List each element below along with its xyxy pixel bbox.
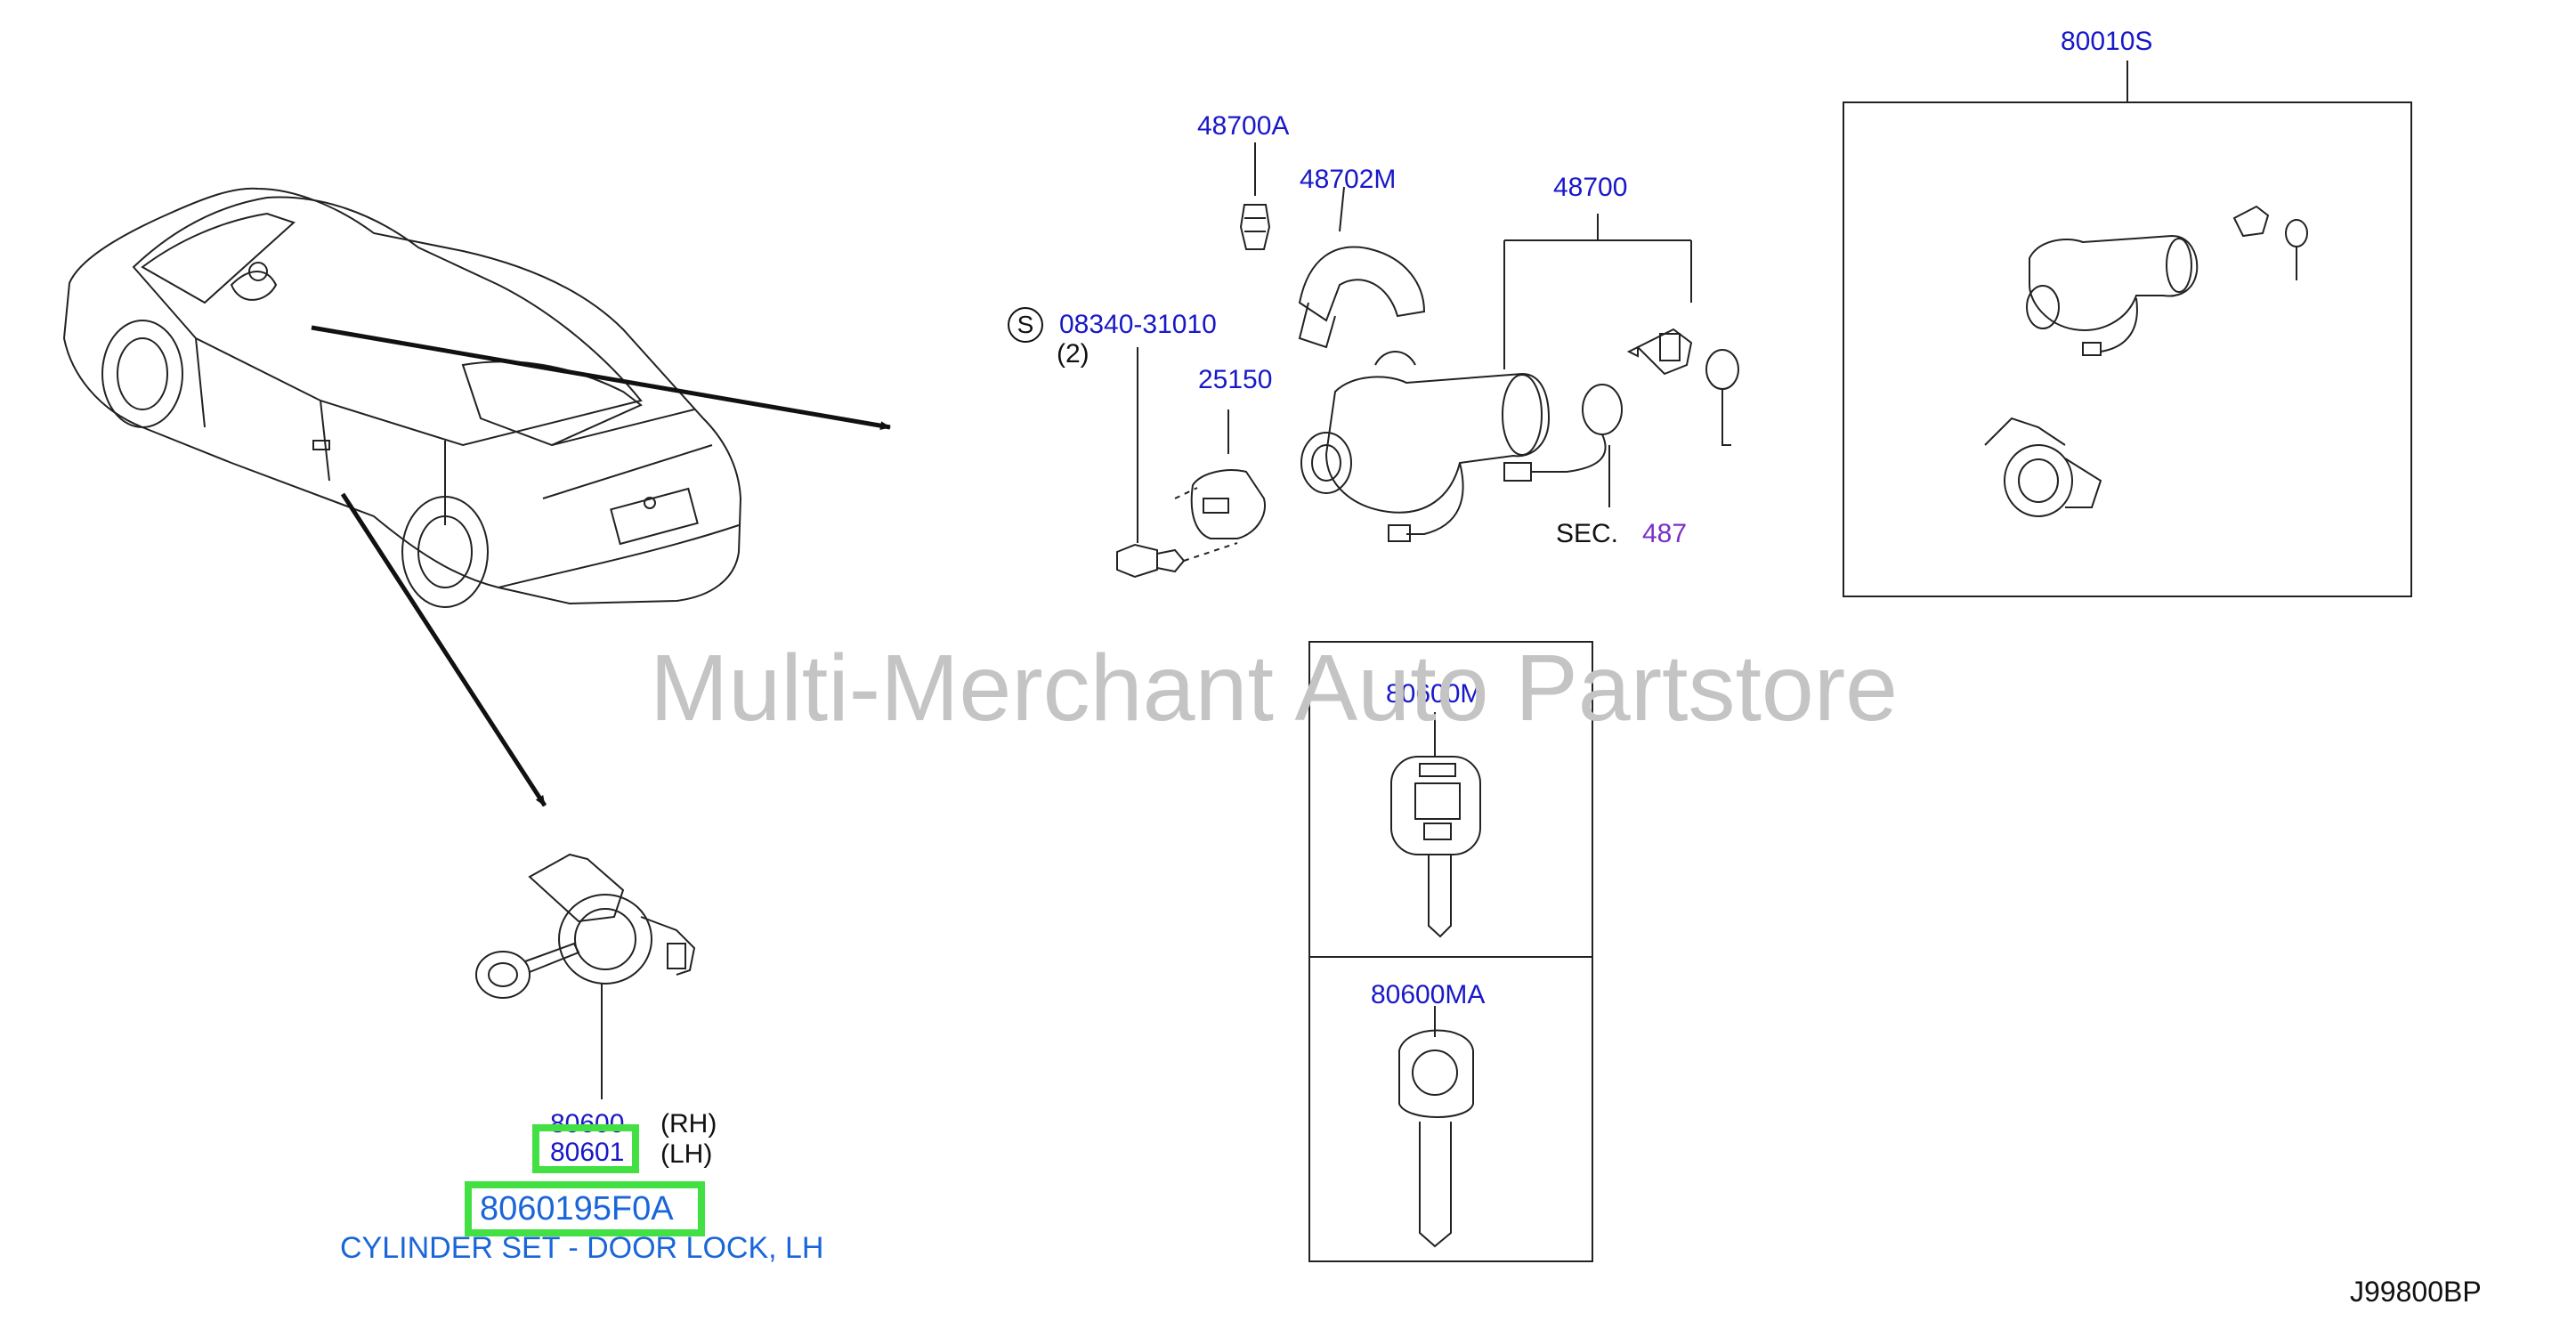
label-48700a[interactable]: 48700A bbox=[1197, 111, 1290, 141]
car-illustration bbox=[62, 187, 742, 608]
section-prefix: SEC. bbox=[1556, 519, 1619, 548]
label-08340-31010[interactable]: 08340-31010 bbox=[1059, 310, 1217, 339]
label-80600m[interactable]: 80600M bbox=[1386, 679, 1483, 709]
label-48700[interactable]: 48700 bbox=[1553, 173, 1628, 202]
label-48702m[interactable]: 48702M bbox=[1300, 165, 1397, 194]
section-487-link[interactable]: 487 bbox=[1642, 519, 1688, 548]
watermark: Multi-Merchant Auto Partstore bbox=[650, 636, 1899, 741]
selected-part-description: CYLINDER SET - DOOR LOCK, LH bbox=[340, 1231, 824, 1265]
side-rh: (RH) bbox=[660, 1109, 717, 1139]
selected-part-number[interactable]: 8060195F0A bbox=[480, 1190, 674, 1228]
side-lh: (LH) bbox=[660, 1139, 713, 1169]
circle-s-marker: S bbox=[1008, 307, 1043, 343]
callout-arrows bbox=[311, 325, 891, 807]
door-lock-cylinder bbox=[475, 853, 696, 1099]
ignition-switch-group bbox=[1116, 142, 1739, 579]
kit-80010s-box bbox=[1843, 61, 2412, 597]
quantity-2: (2) bbox=[1057, 339, 1090, 369]
label-80010s[interactable]: 80010S bbox=[2061, 27, 2153, 56]
label-25150[interactable]: 25150 bbox=[1198, 365, 1273, 394]
diagram-code: J99800BP bbox=[2350, 1276, 2482, 1308]
label-80601[interactable]: 80601 bbox=[550, 1138, 625, 1167]
highlight-80601 bbox=[532, 1124, 639, 1173]
key-boxes bbox=[1308, 641, 1593, 1262]
highlight-selected-part bbox=[465, 1181, 705, 1236]
label-80600ma[interactable]: 80600MA bbox=[1371, 980, 1486, 1009]
label-80600[interactable]: 80600 bbox=[550, 1109, 625, 1139]
